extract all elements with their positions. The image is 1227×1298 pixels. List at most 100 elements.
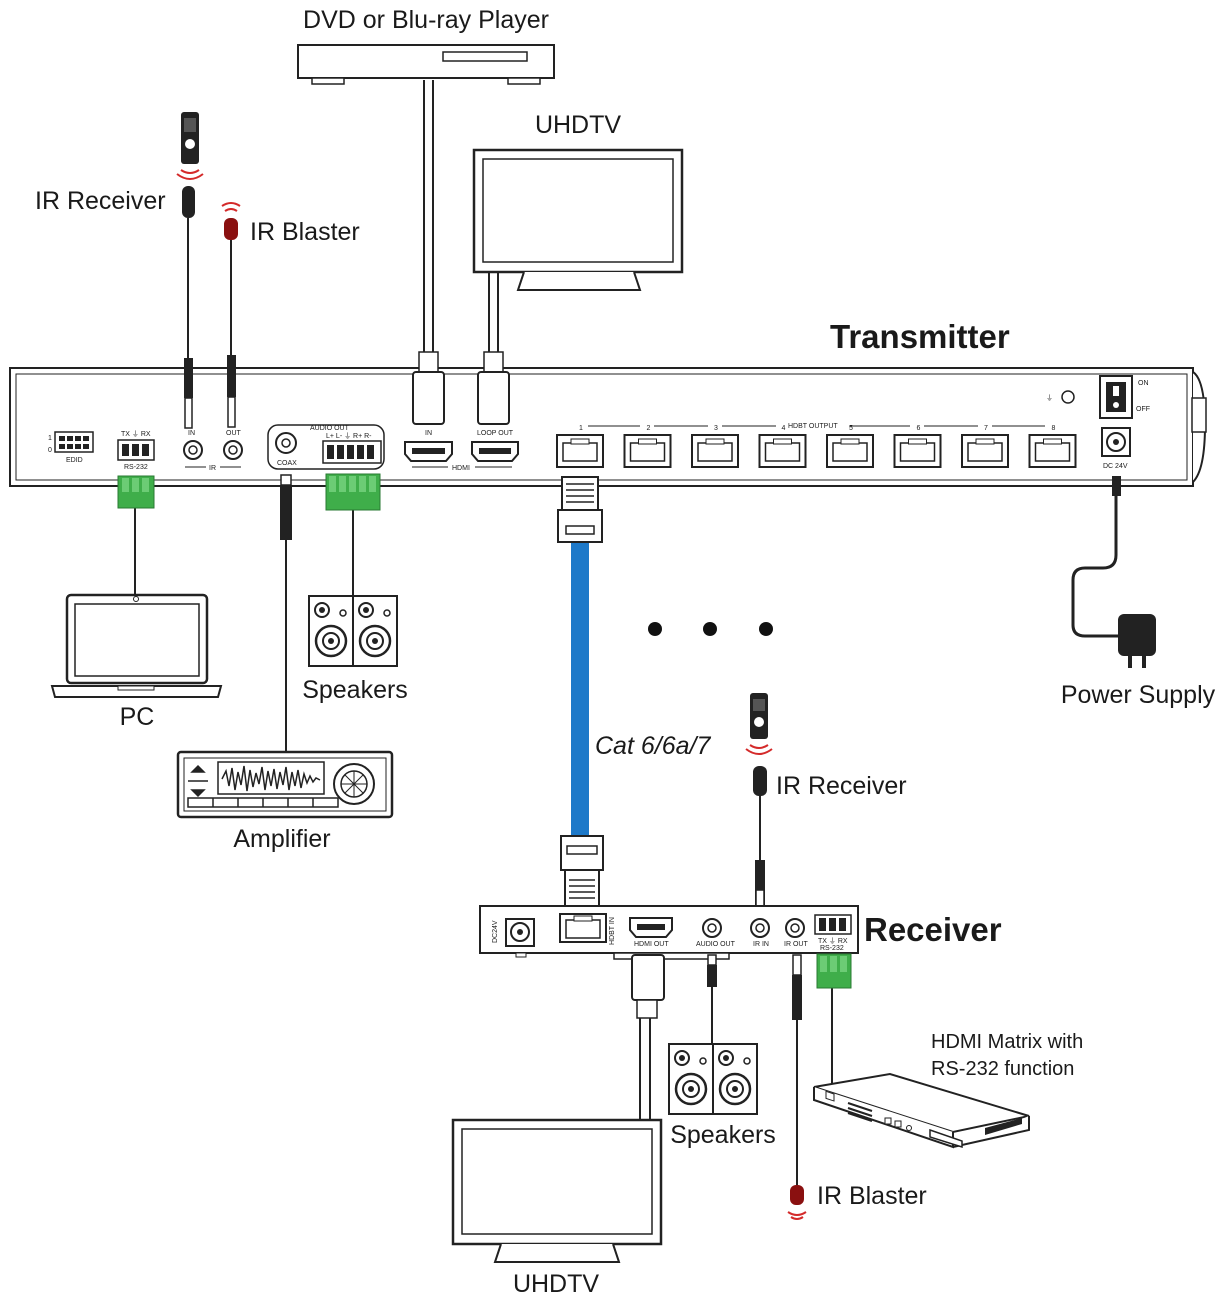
- transmitter-ir-label: IR: [209, 465, 216, 472]
- transmitter-ir-in-label: IN: [188, 430, 195, 437]
- receiver-rs232-port[interactable]: [814, 914, 852, 935]
- receiver-ir-in-jack[interactable]: [750, 918, 770, 938]
- dvd-player-label: DVD or Blu-ray Player: [303, 6, 549, 34]
- hdbt-output-port-label-2: 2: [647, 425, 651, 432]
- hdbt-output-port-label-7: 7: [984, 425, 988, 432]
- power-supply-label: Power Supply: [1061, 681, 1216, 709]
- amplifier-label: Amplifier: [233, 825, 330, 853]
- transmitter-coax-label: COAX: [277, 460, 297, 467]
- power-off-label: OFF: [1136, 406, 1150, 413]
- power-on-label: ON: [1138, 380, 1149, 387]
- transmitter-coax-jack[interactable]: [275, 432, 297, 454]
- receiver-audio-out-label: AUDIO OUT: [696, 941, 736, 948]
- cat-cable: [571, 540, 589, 838]
- transmitter-ir-in-jack[interactable]: [183, 440, 203, 460]
- ir-blaster-bottom-label: IR Blaster: [817, 1182, 927, 1210]
- hdbt-output-port-1[interactable]: [556, 434, 604, 468]
- dvd-hdmi-cable: [423, 80, 434, 352]
- hdbt-output-label: HDBT OUTPUT: [788, 423, 838, 430]
- hdbt-output-port-8[interactable]: [1028, 434, 1077, 468]
- receiver-ir-out-jack[interactable]: [785, 918, 805, 938]
- receiver-hdmi-cable: [639, 1000, 651, 1120]
- receiver-dc-jack[interactable]: [505, 918, 535, 947]
- power-supply-adapter: [1118, 614, 1156, 668]
- hdbt-output-port-5[interactable]: [826, 434, 874, 468]
- cat-plug-bottom: [560, 835, 604, 907]
- hdbt-output-port-4[interactable]: [758, 434, 807, 468]
- hdbt-output-port-6[interactable]: [893, 434, 942, 468]
- hdbt-output-port-label-8: 8: [1052, 425, 1056, 432]
- receiver-rs232-label: RS-232: [820, 945, 844, 952]
- speakers-top: [308, 595, 398, 667]
- receiver-hdmi-out-port[interactable]: [629, 917, 673, 938]
- hdbt-output-port-label-1: 1: [579, 425, 583, 432]
- edid-switch[interactable]: [54, 431, 94, 453]
- uhdtv-top: [472, 148, 684, 291]
- hdbt-output-port-label-4: 4: [782, 425, 786, 432]
- receiver-audio-out-jack[interactable]: [702, 918, 722, 938]
- hdbt-output-port-3[interactable]: [691, 434, 739, 468]
- receiver-audio-plug: [707, 954, 717, 987]
- transmitter-hdmi-label: HDMI: [452, 465, 470, 472]
- hdbt-output-port-label-6: 6: [917, 425, 921, 432]
- ir-receiver-top-icon: [182, 186, 195, 218]
- dvd-hdmi-plug: [412, 351, 445, 425]
- transmitter-hdmi-loop-port[interactable]: [471, 441, 519, 462]
- ir-receiver-top-label: IR Receiver: [35, 187, 166, 215]
- receiver-hdbt-in-label: HDBT IN: [609, 917, 616, 945]
- receiver-rs232-connector: [816, 953, 852, 989]
- ir-blaster-plug-bottom: [792, 954, 802, 1020]
- power-cable: [1071, 495, 1118, 638]
- hdmi-matrix-label-line1: HDMI Matrix with: [931, 1031, 1083, 1053]
- transmitter-rs232-connector: [117, 475, 155, 509]
- transmitter-audio-out-label: AUDIO OUT: [310, 425, 350, 432]
- hdbt-output-port-7[interactable]: [961, 434, 1009, 468]
- transmitter-hdmi-in-label: IN: [425, 430, 432, 437]
- ir-blaster-top-label: IR Blaster: [250, 218, 360, 246]
- transmitter-hdmi-loop-label: LOOP OUT: [477, 430, 514, 437]
- uhdtv-hdmi-plug: [477, 351, 510, 425]
- ground-symbol: ⏚: [1046, 394, 1053, 402]
- ir-blaster-bottom-icon: [787, 1185, 807, 1220]
- transmitter-dc-label: DC 24V: [1103, 463, 1128, 470]
- receiver-ir-in-label: IR IN: [753, 941, 769, 948]
- pc-label: PC: [120, 703, 155, 731]
- uhdtv-bottom-label: UHDTV: [513, 1270, 599, 1298]
- power-switch[interactable]: [1099, 375, 1133, 419]
- hdmi-matrix-device: [813, 1072, 1030, 1149]
- transmitter-hdmi-in-port[interactable]: [404, 441, 453, 462]
- transmitter-rs232-pins: TX ⏚ RX: [121, 430, 151, 438]
- ir-receiver-plug-top: [184, 358, 193, 429]
- amplifier-device: [176, 750, 394, 819]
- cat-plug-top: [557, 476, 603, 543]
- uhdtv-top-label: UHDTV: [535, 111, 621, 139]
- receiver-rs232-pins: TX ⏚ RX: [818, 937, 848, 945]
- transmitter-audio-terminal[interactable]: [322, 440, 382, 464]
- power-plug: [1112, 476, 1121, 496]
- transmitter-rs232-label: RS-232: [124, 464, 148, 471]
- transmitter-dc-jack[interactable]: [1101, 427, 1131, 457]
- more-receivers-dots: [648, 622, 773, 636]
- uhdtv-bottom: [451, 1118, 663, 1263]
- speakers-bottom: [668, 1043, 758, 1115]
- uhdtv-hdmi-cable: [488, 272, 499, 352]
- transmitter-audio-pins: L+ L- ⏚ R+ R-: [326, 432, 372, 440]
- cable-label: Cat 6/6a/7: [595, 732, 711, 760]
- speakers-top-label: Speakers: [302, 676, 408, 704]
- transmitter-audio-connector: [325, 473, 381, 511]
- transmitter-ir-out-jack[interactable]: [223, 440, 243, 460]
- dvd-player: [297, 44, 555, 85]
- receiver-ir-out-label: IR OUT: [784, 941, 808, 948]
- hdbt-output-port-2[interactable]: [623, 434, 672, 468]
- speakers-bottom-label: Speakers: [670, 1121, 776, 1149]
- hdmi-matrix-label-line2: RS-232 function: [931, 1058, 1074, 1080]
- cables: [134, 80, 1118, 1185]
- transmitter-rs232-port[interactable]: [117, 439, 155, 461]
- ground-screw: [1061, 390, 1075, 404]
- receiver-hdbt-in-port[interactable]: [559, 913, 607, 943]
- edid-0-label: 0: [48, 447, 52, 454]
- transmitter-ir-out-label: OUT: [226, 430, 242, 437]
- pc-laptop: [50, 593, 223, 698]
- hdbt-output-port-label-5: 5: [849, 425, 853, 432]
